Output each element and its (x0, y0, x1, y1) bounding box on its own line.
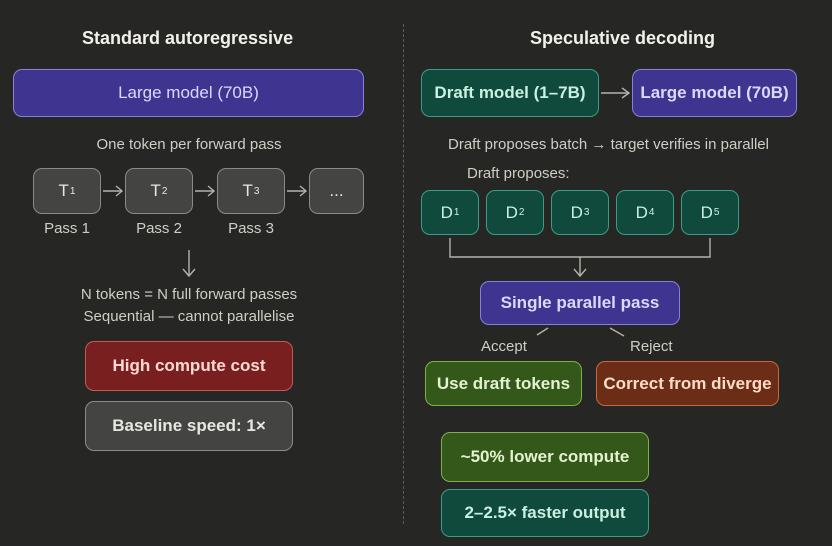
use-draft-label: Use draft tokens (436, 373, 571, 393)
left-caption: One token per forward pass (96, 136, 282, 153)
lower-compute-badge: ~50% lower compute (441, 432, 649, 482)
baseline-speed-label: Baseline speed: 1× (112, 416, 266, 435)
target-model-box: Large model (70B) (632, 69, 797, 117)
draft-token-sub-2: 2 (518, 207, 525, 218)
reject-label: Reject (630, 338, 673, 355)
token-label-ellipsis: ... (329, 181, 344, 200)
token-label-2: T (150, 181, 161, 200)
draft-token-label-4: D (635, 202, 648, 222)
faster-output-badge: 2–2.5× faster output (441, 489, 649, 537)
parallel-pass-box: Single parallel pass (480, 281, 680, 325)
draft-token-sub-4: 4 (648, 207, 655, 218)
draft-token-sub-1: 1 (453, 207, 460, 218)
left-note-line1: N tokens = N full forward passes (80, 286, 298, 303)
down-arrow-left (182, 250, 196, 278)
high-compute-badge: High compute cost (85, 341, 293, 391)
draft-token-sub-5: 5 (713, 207, 720, 218)
token-box-ellipsis: ... (309, 168, 364, 214)
token-sub-2: 2 (161, 185, 168, 197)
pass-label-1: Pass 1 (44, 220, 90, 237)
right-caption: Draft proposes batch → target verifies i… (448, 136, 769, 153)
bracket-down-arrow (573, 257, 587, 278)
pass-label-2: Pass 2 (136, 220, 182, 237)
reject-connector (609, 327, 625, 337)
large-model-box: Large model (70B) (13, 69, 364, 117)
faster-output-label: 2–2.5× faster output (464, 503, 626, 522)
token-label-3: T (242, 181, 253, 200)
token-sub-1: 1 (69, 185, 76, 197)
draft-bracket (449, 238, 711, 258)
draft-model-box: Draft model (1–7B) (421, 69, 599, 117)
use-draft-badge: Use draft tokens (425, 361, 582, 406)
column-divider (403, 24, 404, 524)
draft-token-sub-3: 3 (583, 207, 590, 218)
draft-token-label-5: D (700, 202, 713, 222)
draft-proposes-label: Draft proposes: (467, 165, 570, 182)
token-arrow-1 (103, 185, 124, 197)
pass-label-3: Pass 3 (228, 220, 274, 237)
accept-connector (536, 327, 549, 336)
draft-token-label-1: D (440, 202, 453, 222)
accept-label: Accept (481, 338, 527, 355)
target-model-label: Large model (70B) (640, 83, 789, 102)
lower-compute-label: ~50% lower compute (460, 447, 630, 466)
draft-token-label-2: D (505, 202, 518, 222)
left-title: Standard autoregressive (82, 28, 294, 48)
correct-diverge-badge: Correct from diverge (596, 361, 779, 406)
draft-token-label-3: D (570, 202, 583, 222)
token-label-1: T (58, 181, 69, 200)
draft-to-target-arrow (601, 87, 631, 99)
token-sub-3: 3 (253, 185, 260, 197)
baseline-speed-badge: Baseline speed: 1× (85, 401, 293, 451)
right-title: Speculative decoding (530, 28, 716, 48)
correct-diverge-label: Correct from diverge (603, 373, 772, 393)
large-model-label: Large model (70B) (118, 83, 259, 102)
token-arrow-2 (195, 185, 216, 197)
left-note-line2: Sequential — cannot parallelise (83, 308, 295, 325)
parallel-pass-label: Single parallel pass (500, 293, 660, 312)
draft-model-label: Draft model (1–7B) (434, 83, 586, 102)
high-compute-label: High compute cost (112, 356, 266, 375)
token-arrow-3 (287, 185, 308, 197)
